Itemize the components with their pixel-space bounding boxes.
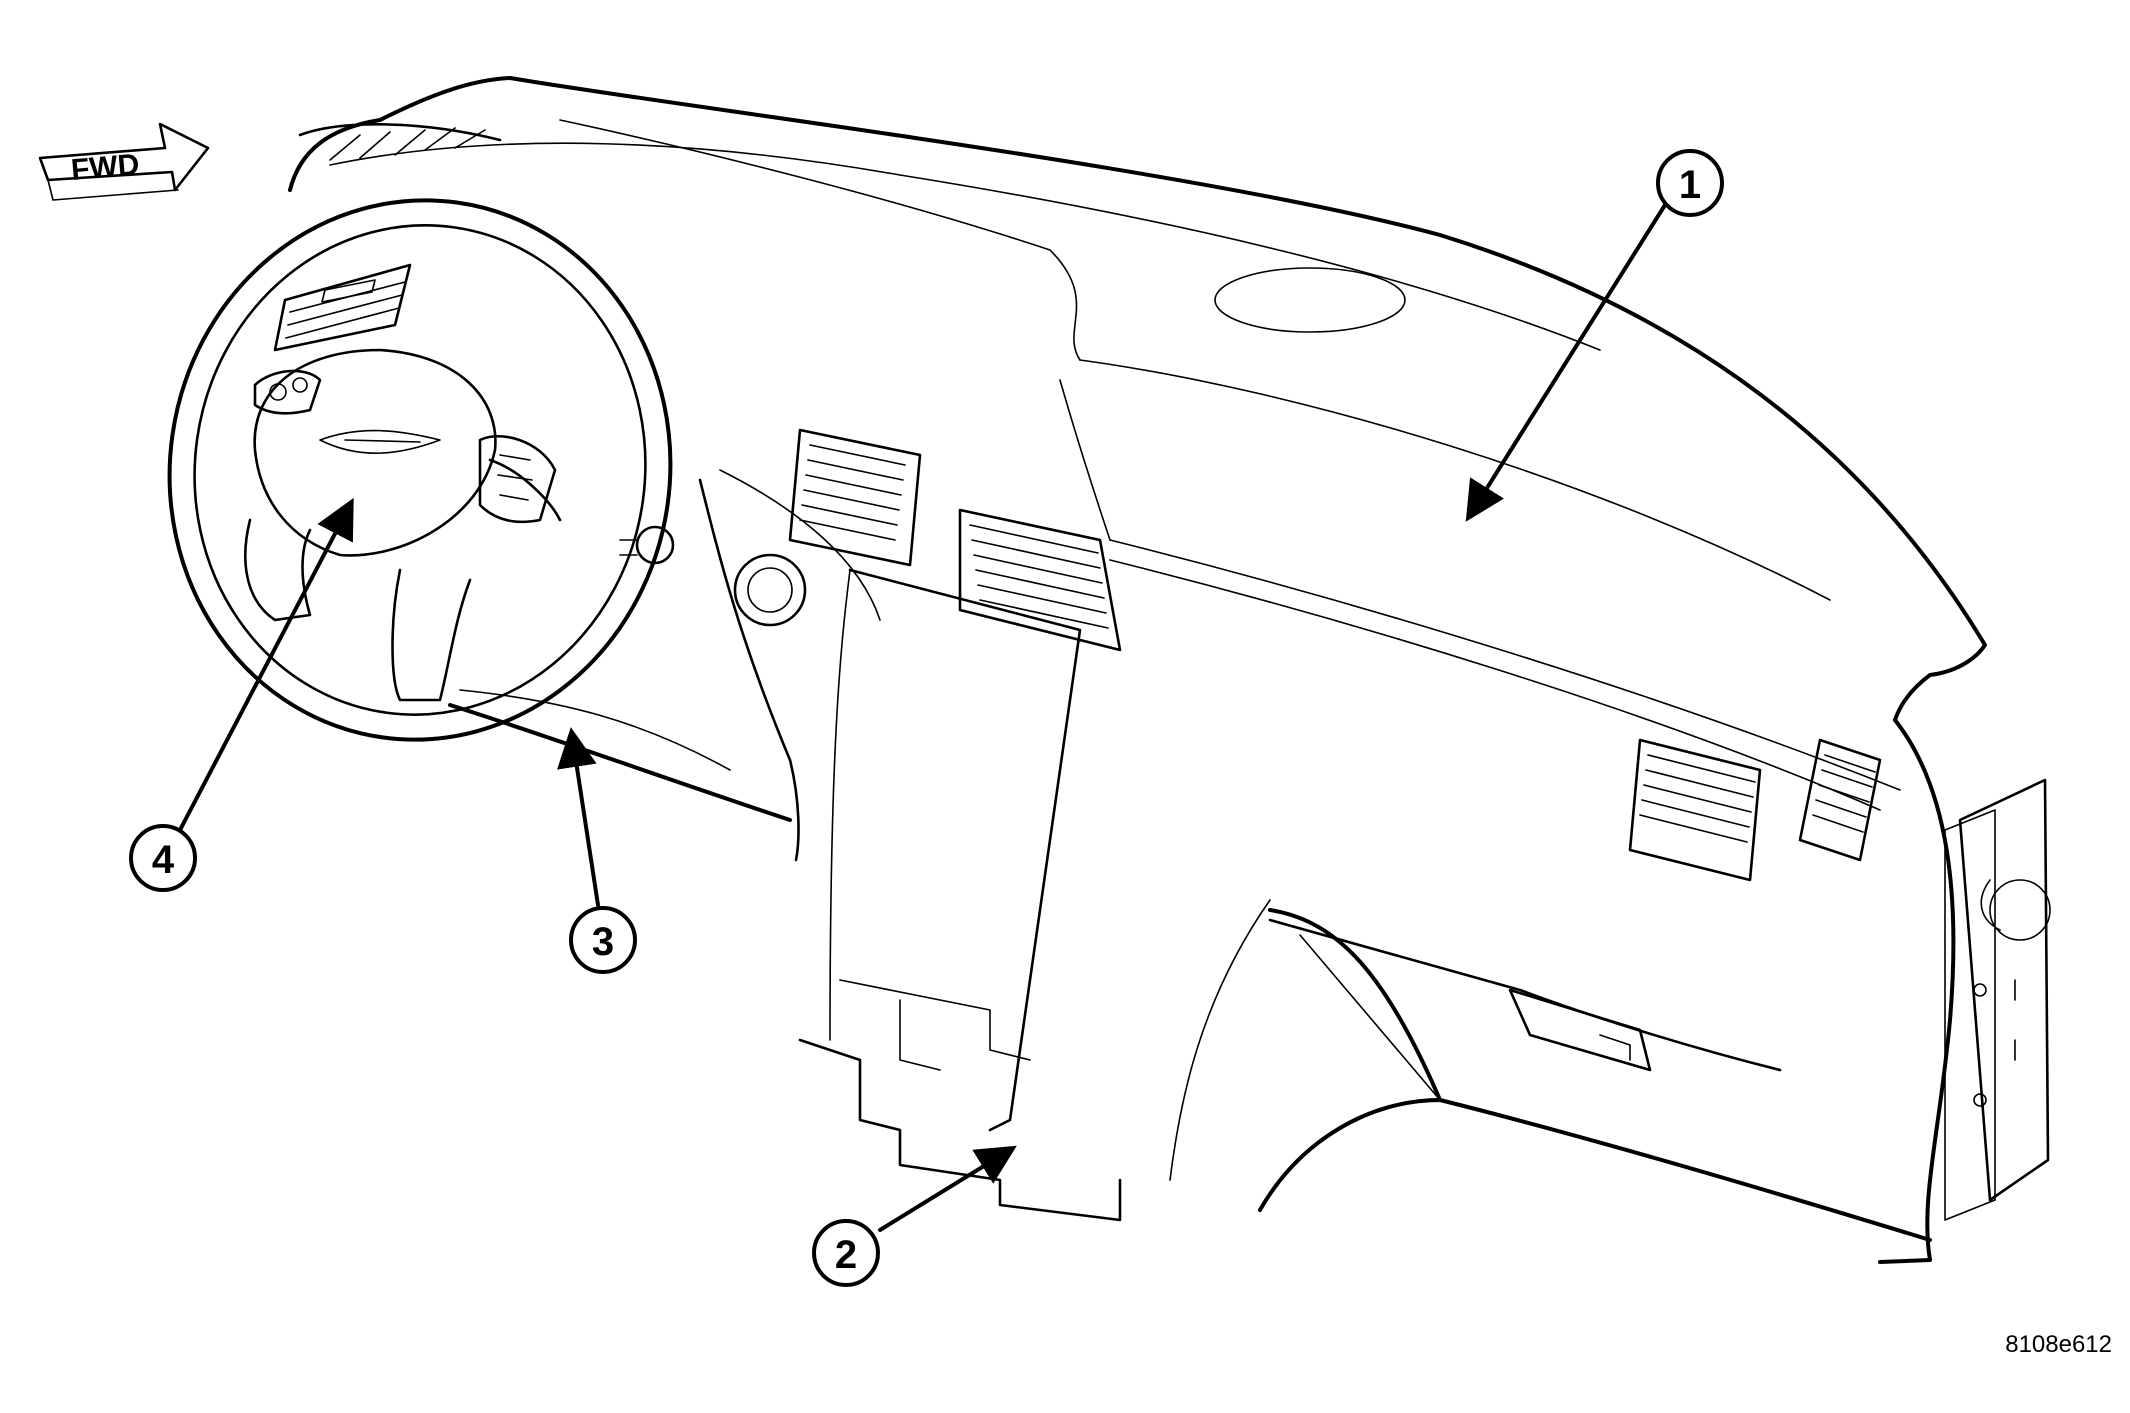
callout-3: 3 bbox=[557, 727, 637, 974]
callout-1-label: 1 bbox=[1679, 163, 1701, 207]
forward-arrow: FWD bbox=[38, 122, 210, 201]
callout-3-label: 3 bbox=[592, 920, 614, 964]
callout-4: 4 bbox=[129, 497, 354, 892]
callouts: 1 2 3 4 bbox=[129, 149, 1724, 1287]
instrument-panel bbox=[288, 76, 2051, 1264]
callout-4-label: 4 bbox=[152, 838, 175, 882]
steering-wheel bbox=[167, 198, 673, 742]
figure-reference: 8108e612 bbox=[2005, 1331, 2112, 1358]
callout-1: 1 bbox=[1465, 149, 1724, 522]
callout-2: 2 bbox=[812, 1145, 1017, 1287]
callout-2-label: 2 bbox=[835, 1233, 857, 1277]
fwd-label: FWD bbox=[70, 148, 141, 187]
